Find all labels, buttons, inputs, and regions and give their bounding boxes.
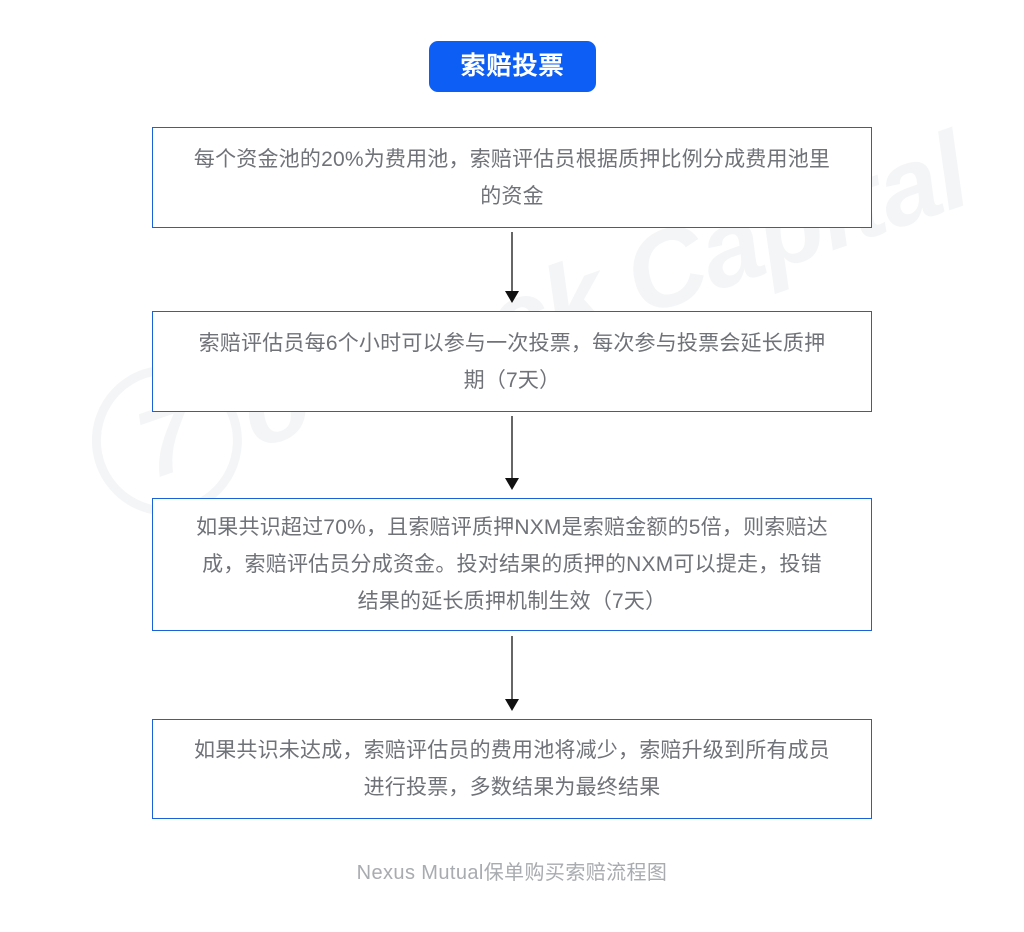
flow-arrow-2-head	[505, 478, 519, 490]
flow-arrow-1-head	[505, 291, 519, 303]
figure-caption: Nexus Mutual保单购买索赔流程图	[356, 862, 668, 884]
flow-step-4-text: 如果共识未达成，索赔评估员的费用池将减少，索赔升级到所有成员进行投票，多数结果为…	[194, 739, 830, 799]
flow-step-2-text: 索赔评估员每6个小时可以参与一次投票，每次参与投票会延长质押期（7天）	[198, 331, 826, 392]
flow-step-3: 如果共识超过70%，且索赔评质押NXM是索赔金额的5倍，则索赔达成，索赔评估员分…	[152, 498, 872, 631]
flow-step-2: 索赔评估员每6个小时可以参与一次投票，每次参与投票会延长质押期（7天）	[152, 311, 872, 412]
flow-arrow-3-icon	[505, 636, 519, 711]
flow-arrow-1-icon	[505, 232, 519, 303]
flow-step-1: 每个资金池的20%为费用池，索赔评估员根据质押比例分成费用池里的资金	[152, 127, 872, 228]
flow-arrow-3-head	[505, 699, 519, 711]
flow-step-4: 如果共识未达成，索赔评估员的费用池将减少，索赔升级到所有成员进行投票，多数结果为…	[152, 719, 872, 819]
flow-step-1-text: 每个资金池的20%为费用池，索赔评估员根据质押比例分成费用池里的资金	[193, 147, 831, 208]
flow-arrow-3-shaft	[511, 636, 513, 699]
flowchart-title-badge: 索赔投票	[429, 41, 596, 92]
flow-step-3-text: 如果共识超过70%，且索赔评质押NXM是索赔金额的5倍，则索赔达成，索赔评估员分…	[196, 516, 828, 613]
page-title: 索赔投票	[460, 52, 565, 80]
flow-arrow-2-shaft	[511, 416, 513, 478]
flow-arrow-2-icon	[505, 416, 519, 490]
flow-arrow-1-shaft	[511, 232, 513, 291]
